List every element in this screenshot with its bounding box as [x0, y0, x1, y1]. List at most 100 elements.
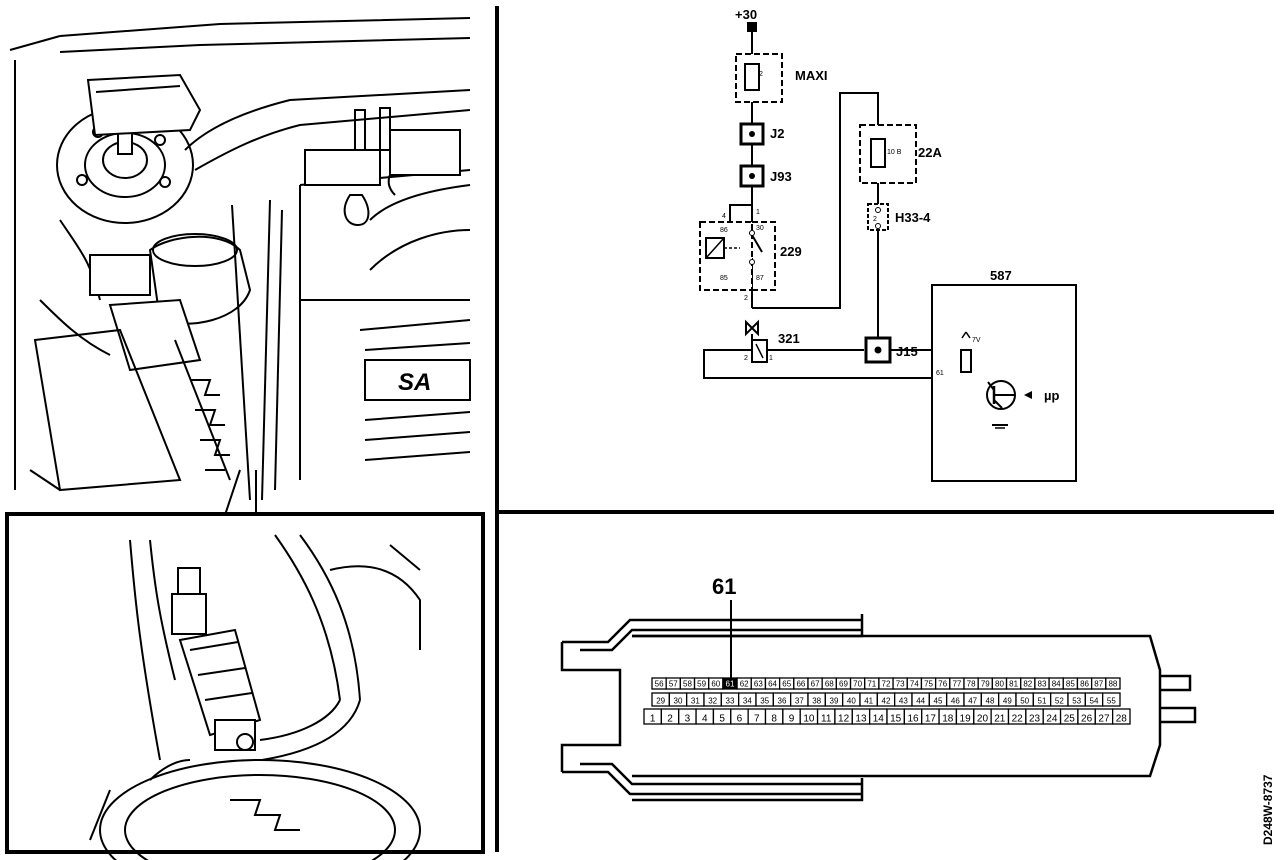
connector-pin-label-64: 64 — [768, 680, 777, 689]
connector-pin-label-82: 82 — [1023, 680, 1032, 689]
connector-pin-label-4: 4 — [702, 714, 708, 725]
connector-pin-label-71: 71 — [867, 680, 876, 689]
connector-pin-label-18: 18 — [942, 714, 954, 725]
connector-pin-label-32: 32 — [708, 697, 717, 706]
connector-pin-label-22: 22 — [1012, 714, 1024, 725]
connector-pin-label-42: 42 — [882, 697, 891, 706]
connector-pin-label-40: 40 — [847, 697, 856, 706]
connector-pin-label-43: 43 — [899, 697, 908, 706]
relay-pin-87: 87 — [756, 275, 764, 282]
connector-pin-label-88: 88 — [1108, 680, 1117, 689]
connector-pin-callout: 61 — [712, 574, 736, 599]
connector-pin-label-68: 68 — [825, 680, 834, 689]
connector-pin-label-83: 83 — [1038, 680, 1047, 689]
maxi-fuse-element — [744, 63, 760, 91]
connector-h33-4-pin1 — [875, 223, 881, 229]
connector-pin-label-72: 72 — [882, 680, 891, 689]
junction-j93-label: J93 — [770, 169, 792, 184]
valve-pin-1: 1 — [769, 355, 773, 362]
connector-pin-label-69: 69 — [839, 680, 848, 689]
connector-pin-label-36: 36 — [778, 697, 787, 706]
connector-pin-label-39: 39 — [830, 697, 839, 706]
connector-pin-label-54: 54 — [1090, 697, 1099, 706]
relay-229 — [699, 221, 776, 291]
connector-pin-label-50: 50 — [1020, 697, 1029, 706]
connector-pin-label-17: 17 — [925, 714, 937, 725]
connector-pin-label-11: 11 — [821, 714, 832, 725]
connector-pin-cell-55 — [1102, 692, 1121, 707]
junction-j15-dot — [874, 346, 882, 354]
connector-pin-label-65: 65 — [782, 680, 791, 689]
connector-pin-label-9: 9 — [789, 714, 795, 725]
fuse-22a-box — [859, 124, 917, 184]
connector-pin-label-29: 29 — [656, 697, 665, 706]
connector-pin-label-31: 31 — [691, 697, 700, 706]
junction-j93-dot — [749, 173, 755, 179]
connector-pin-label-61: 61 — [726, 680, 735, 689]
connector-housing — [560, 614, 1197, 802]
connector-pin-label-52: 52 — [1055, 697, 1064, 706]
connector-pin-label-16: 16 — [907, 714, 919, 725]
connector-pin-label-2: 2 — [667, 714, 673, 725]
relay-pin-1: 1 — [756, 209, 760, 216]
fuse-22a-element — [870, 138, 886, 168]
connector-pin-label-35: 35 — [760, 697, 769, 706]
ecu-transistor — [986, 380, 1032, 429]
junction-j15 — [864, 336, 892, 364]
connector-pin-label-34: 34 — [743, 697, 752, 706]
connector-pin-label-67: 67 — [811, 680, 820, 689]
connector-pin-label-30: 30 — [674, 697, 683, 706]
valve-label: 321 — [778, 331, 800, 346]
connector-pin-label-73: 73 — [896, 680, 905, 689]
connector-pin-label-24: 24 — [1046, 714, 1058, 725]
junction-j2-dot — [749, 131, 755, 137]
connector-pin-label-27: 27 — [1098, 714, 1110, 725]
ecu-pullup-resistor — [960, 331, 972, 373]
engine-bay-illustration — [9, 17, 471, 501]
connector-pin-label-58: 58 — [683, 680, 692, 689]
connector-pin-cell-88 — [1105, 677, 1121, 690]
connector-h33-4-label: H33-4 — [895, 210, 931, 225]
maxi-fuse-pin: 2 — [759, 71, 763, 78]
relay-pin-4: 4 — [722, 213, 726, 220]
saab-emblem-text: SA — [398, 369, 431, 396]
connector-pin-label-21: 21 — [994, 714, 1006, 725]
connector-pin-label-81: 81 — [1009, 680, 1018, 689]
connector-pin-label-47: 47 — [968, 697, 977, 706]
connector-pin-label-57: 57 — [669, 680, 678, 689]
reference-code: D248W-8737 — [1261, 774, 1275, 845]
junction-j15-label: J15 — [896, 344, 918, 359]
valve-pin-2: 2 — [744, 355, 748, 362]
connector-pin-label-76: 76 — [938, 680, 947, 689]
valve-321 — [745, 319, 768, 363]
connector-pin-label-53: 53 — [1072, 697, 1081, 706]
relay-pin-85: 85 — [720, 275, 728, 282]
connector-pin-label-62: 62 — [740, 680, 749, 689]
connector-pin-label-20: 20 — [977, 714, 989, 725]
connector-pin-label-45: 45 — [934, 697, 943, 706]
connector-pin-label-41: 41 — [864, 697, 873, 706]
connector-pin-label-13: 13 — [855, 714, 867, 725]
supply-terminal — [747, 22, 757, 32]
fuse-22a-rating: 10 B — [887, 149, 902, 156]
connector-pin-label-70: 70 — [853, 680, 862, 689]
relay-pin-30: 30 — [756, 225, 764, 232]
connector-pin-label-33: 33 — [726, 697, 735, 706]
microprocessor-label: µp — [1044, 388, 1059, 403]
connector-pin-label-8: 8 — [771, 714, 777, 725]
supply-label: +30 — [735, 7, 757, 22]
ecu-587-label: 587 — [990, 268, 1012, 283]
connector-pin-label-56: 56 — [655, 680, 664, 689]
connector-pin-label-49: 49 — [1003, 697, 1012, 706]
connector-h33-4-pin2 — [875, 207, 881, 213]
connector-pin-label-12: 12 — [838, 714, 850, 725]
connector-pin-label-1: 1 — [650, 714, 656, 725]
connector-pin-label-59: 59 — [697, 680, 706, 689]
connector-pin-label-79: 79 — [981, 680, 990, 689]
connector-h33-4-pin2-label: 2 — [873, 216, 877, 223]
connector-pin-label-55: 55 — [1107, 697, 1116, 706]
relay-label: 229 — [780, 244, 802, 259]
connector-pin-label-85: 85 — [1066, 680, 1075, 689]
